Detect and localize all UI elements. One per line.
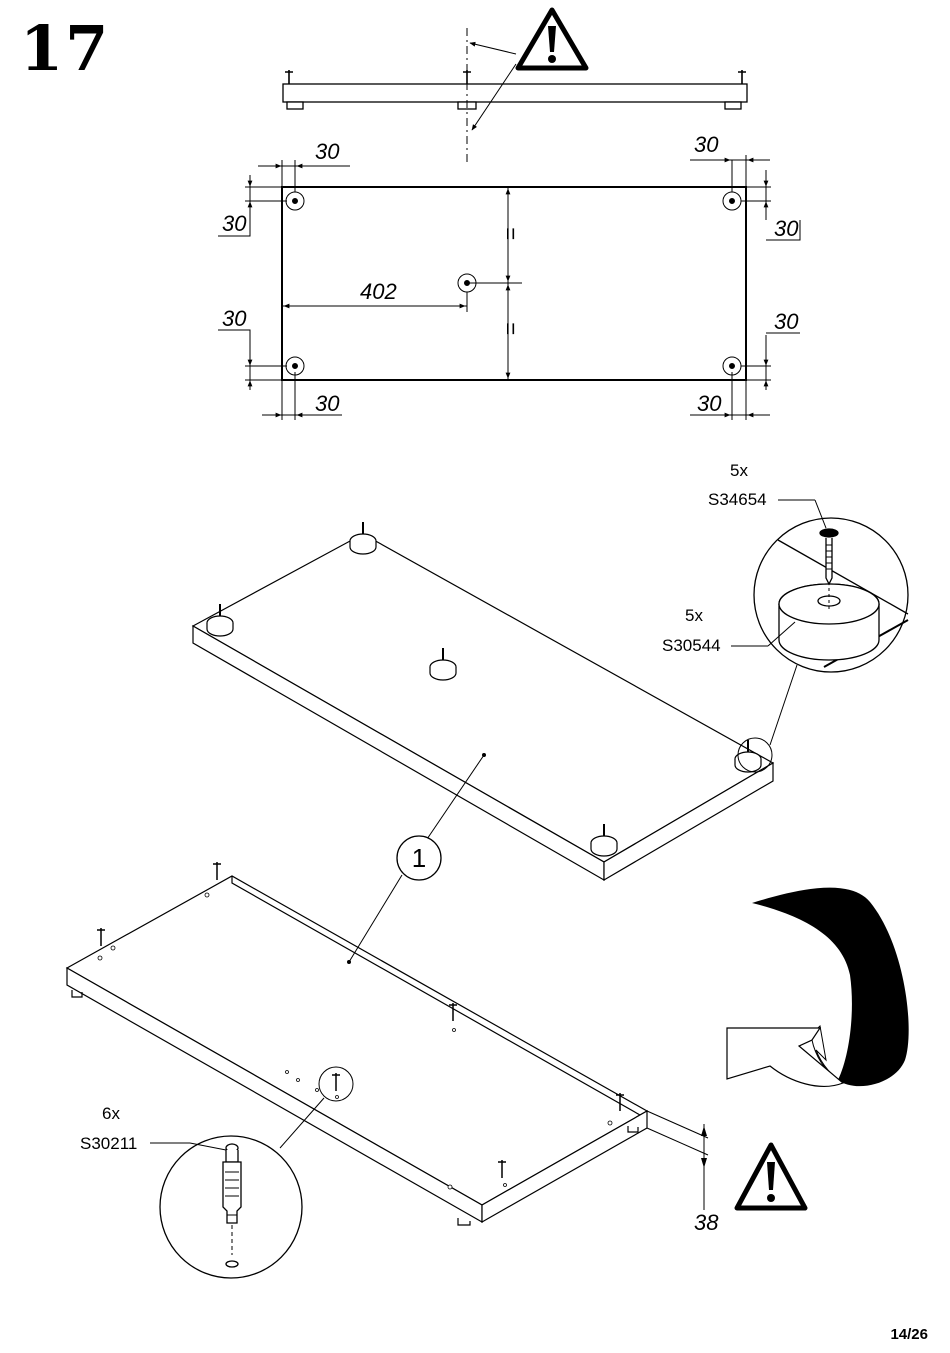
dowel-code: S30211 [80, 1134, 137, 1153]
dim-bottom-left-y: 30 [222, 306, 247, 331]
dim-bottom-right-x: 30 [697, 391, 722, 416]
side-view-panel [282, 28, 748, 165]
screw-code: S34654 [708, 490, 767, 509]
panel-number: 1 [412, 843, 426, 873]
dim-top-right-y: 30 [774, 216, 799, 241]
magnifier-callout-icon [159, 1135, 303, 1279]
step-number: 17 [20, 12, 111, 85]
equal-mark-bottom: = [498, 322, 523, 335]
dim-top-left-y: 30 [222, 211, 247, 236]
base-panel-iso [65, 862, 709, 1226]
dim-bottom-right-y: 30 [774, 309, 799, 334]
warning-icon [734, 1142, 808, 1211]
top-panel-iso [191, 522, 798, 882]
dim-center-distance: 402 [360, 279, 397, 304]
equal-mark-top: = [498, 227, 523, 240]
dim-bottom-left-x: 30 [315, 391, 340, 416]
dowel-pin [97, 862, 624, 1178]
rotate-arrow-icon [726, 887, 909, 1087]
page-number: 14/26 [890, 1326, 928, 1343]
warning-icon [515, 7, 589, 71]
dim-panel-height: 38 [694, 1210, 719, 1235]
dim-top-right-x: 30 [694, 132, 719, 157]
drilling-plan [218, 155, 801, 420]
foot-cap [206, 533, 762, 857]
foot-code: S30544 [662, 636, 721, 655]
panel-number-callout [347, 753, 486, 964]
screw-qty: 5x [730, 461, 748, 480]
foot-qty: 5x [685, 606, 703, 625]
dim-top-left-x: 30 [315, 139, 340, 164]
dowel-qty: 6x [102, 1104, 120, 1123]
magnifier-callout-icon [753, 517, 909, 673]
